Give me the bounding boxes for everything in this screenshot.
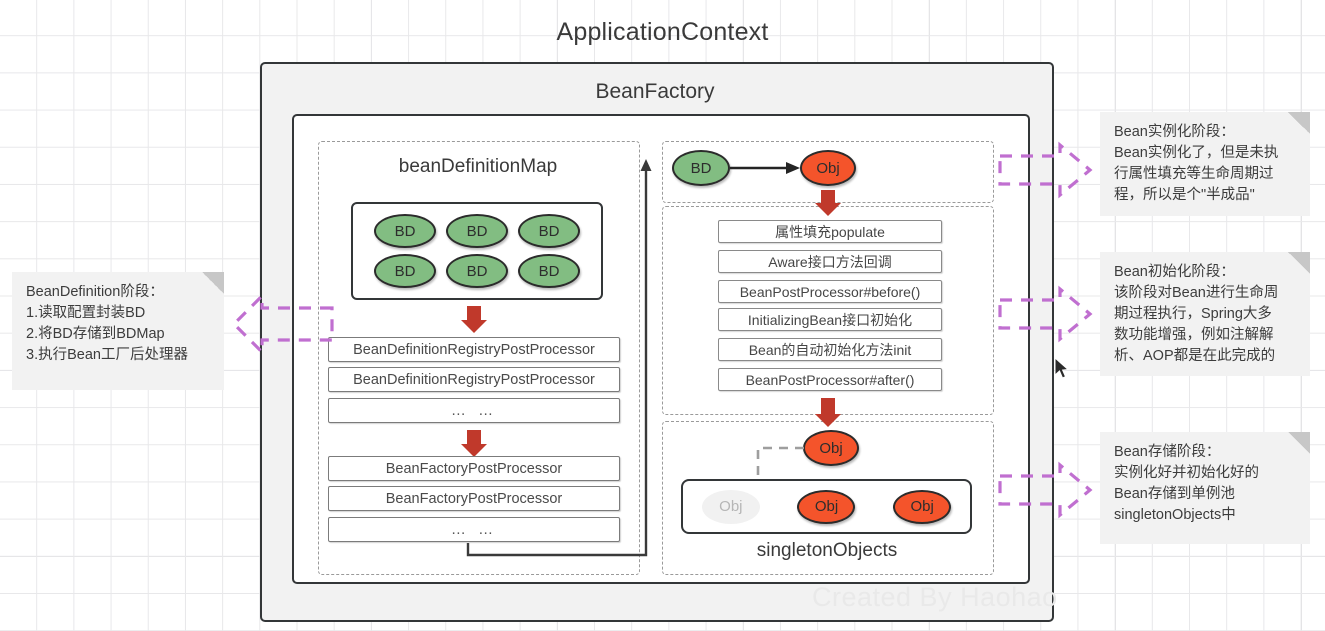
down-arrow-icon xyxy=(461,430,487,457)
mouse-cursor xyxy=(1055,358,1070,379)
note-line: 析、AOP都是在此完成的 xyxy=(1114,348,1276,364)
note-line: Bean初始化阶段： xyxy=(1114,264,1235,280)
processor-row: BeanFactoryPostProcessor xyxy=(328,486,620,511)
note-storage-stage: Bean存储阶段： 实例化好并初始化好的 Bean存储到单例池 singleto… xyxy=(1100,432,1310,544)
down-arrow-icon xyxy=(461,306,487,333)
bd-node-pool: BD BD BD BD BD BD xyxy=(351,202,603,300)
lifecycle-step: BeanPostProcessor#before() xyxy=(718,280,942,303)
singleton-obj-node: Obj xyxy=(797,489,856,524)
note-instantiation-stage: Bean实例化阶段： Bean实例化了，但是未执 行属性填充等生命周期过 程，所… xyxy=(1100,112,1310,216)
zone-bean-definition-map xyxy=(318,141,640,575)
singleton-obj-placeholder: Obj xyxy=(701,489,760,524)
singleton-obj-node: Obj xyxy=(893,489,952,524)
lifecycle-step: BeanPostProcessor#after() xyxy=(718,368,942,391)
bd-node: BD xyxy=(518,214,580,248)
bd-node: BD xyxy=(374,254,436,288)
note-fold-icon xyxy=(202,272,224,294)
note-fold-icon xyxy=(1288,112,1310,134)
note-bean-definition-stage: BeanDefinition阶段： 1.读取配置封装BD 2.将BD存储到BDM… xyxy=(12,272,224,390)
note-line: 期过程执行，Spring大多 xyxy=(1114,306,1272,322)
note-line: 实例化好并初始化好的 xyxy=(1114,465,1259,481)
note-initialization-stage: Bean初始化阶段： 该阶段对Bean进行生命周 期过程执行，Spring大多 … xyxy=(1100,252,1310,376)
note-line: Bean实例化阶段： xyxy=(1114,124,1235,140)
note-line: Bean实例化了，但是未执 xyxy=(1114,145,1279,161)
note-line: 1.读取配置封装BD xyxy=(26,305,146,321)
callout-arrow-right-icon xyxy=(998,141,1093,199)
lifecycle-step: InitializingBean接口初始化 xyxy=(718,308,942,331)
down-arrow-icon xyxy=(815,190,841,216)
processor-row: BeanDefinitionRegistryPostProcessor xyxy=(328,367,620,392)
watermark: Created By Haohao xyxy=(812,582,1058,612)
down-arrow-icon xyxy=(815,398,841,427)
instantiation-bd-node: BD xyxy=(672,150,730,186)
note-line: 该阶段对Bean进行生命周 xyxy=(1114,285,1279,301)
note-line: 行属性填充等生命周期过 xyxy=(1114,166,1274,182)
note-line: BeanDefinition阶段： xyxy=(26,284,164,300)
bean-factory-title: BeanFactory xyxy=(595,80,715,103)
bd-node: BD xyxy=(446,254,508,288)
bean-definition-map-title: beanDefinitionMap xyxy=(398,156,558,177)
callout-arrow-right-icon xyxy=(998,461,1093,519)
processor-row-ellipsis: … … xyxy=(328,517,620,542)
note-line: Bean存储到单例池 xyxy=(1114,486,1235,502)
page-title: ApplicationContext xyxy=(556,18,769,46)
note-fold-icon xyxy=(1288,252,1310,274)
note-fold-icon xyxy=(1288,432,1310,454)
instantiation-obj-node: Obj xyxy=(800,150,856,186)
note-line: 2.将BD存储到BDMap xyxy=(26,326,165,342)
note-line: 数功能增强，例如注解解 xyxy=(1114,327,1274,343)
processor-row-ellipsis: … … xyxy=(328,398,620,423)
bd-to-obj-arrow-icon xyxy=(730,162,800,174)
note-line: 3.执行Bean工厂后处理器 xyxy=(26,347,188,363)
bd-node: BD xyxy=(518,254,580,288)
lifecycle-step: Bean的自动初始化方法init xyxy=(718,338,942,361)
bd-node: BD xyxy=(374,214,436,248)
note-line: Bean存储阶段： xyxy=(1114,444,1221,460)
singleton-object-pool: Obj Obj Obj xyxy=(681,479,972,534)
note-line: 程，所以是个"半成品" xyxy=(1114,187,1255,203)
callout-arrow-right-icon xyxy=(998,285,1093,343)
incoming-obj-node: Obj xyxy=(803,430,859,466)
note-line: singletonObjects中 xyxy=(1114,507,1236,523)
lifecycle-step: Aware接口方法回调 xyxy=(718,250,942,273)
processor-row: BeanDefinitionRegistryPostProcessor xyxy=(328,337,620,362)
bdmap-to-instantiation-connector xyxy=(466,159,652,557)
callout-arrow-left-icon xyxy=(231,292,334,356)
processor-row: BeanFactoryPostProcessor xyxy=(328,456,620,481)
singleton-objects-title: singletonObjects xyxy=(756,540,898,561)
bd-node: BD xyxy=(446,214,508,248)
lifecycle-step: 属性填充populate xyxy=(718,220,942,243)
